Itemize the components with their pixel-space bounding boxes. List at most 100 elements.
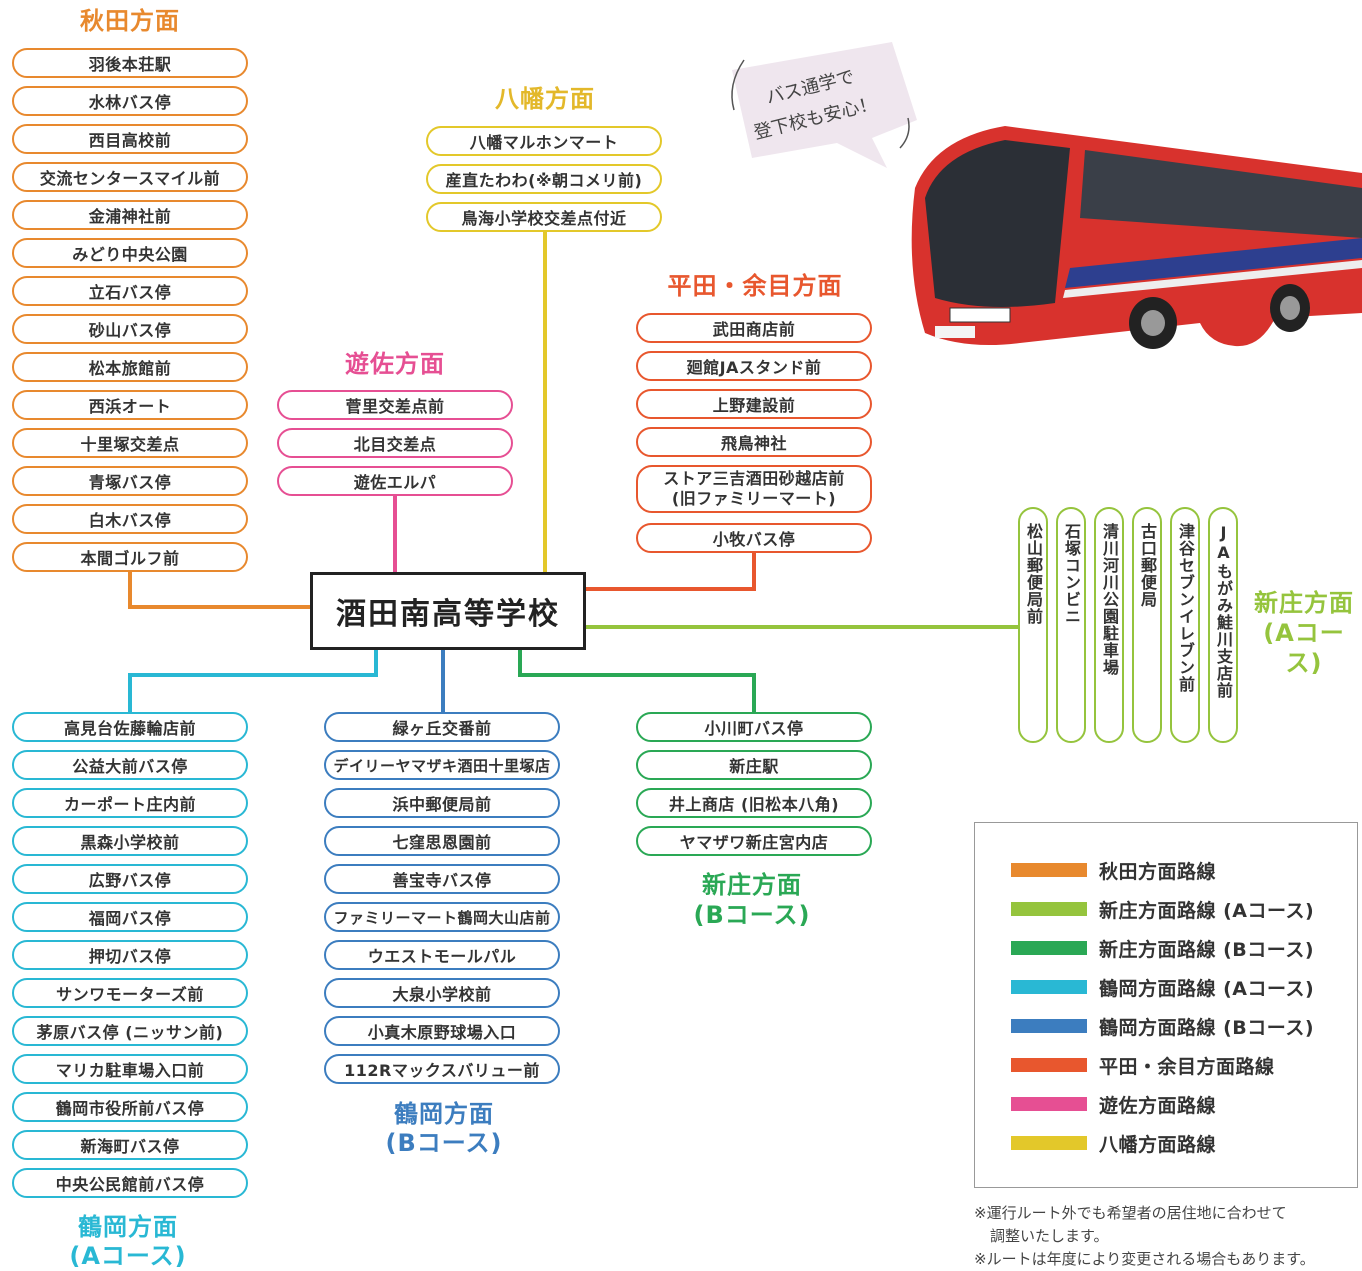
tsuruoka-a-stop: 鶴岡市役所前バス停 — [12, 1092, 248, 1122]
shinjo-a-stop: 古口郵便局 — [1132, 507, 1162, 743]
legend-row: 遊佐方面路線 — [1011, 1089, 1216, 1119]
legend-row: 平田・余目方面路線 — [1011, 1050, 1275, 1080]
legend-swatch — [1011, 941, 1087, 955]
yuza-heading: 遊佐方面 — [345, 350, 445, 378]
hirata-heading: 平田・余目方面 — [667, 272, 843, 300]
hirata-stop: ストア三吉酒田砂越店前 (旧ファミリーマート) — [636, 465, 872, 513]
yawata-heading: 八幡方面 — [495, 85, 595, 113]
note-line: 調整いたします。 — [990, 1227, 1109, 1245]
akita-stop: 西目高校前 — [12, 124, 248, 154]
tsuruoka-a-heading-2: (Aコース) — [69, 1242, 187, 1270]
legend-row: 八幡方面路線 — [1011, 1128, 1216, 1158]
akita-stop: 西浜オート — [12, 390, 248, 420]
speech-bubble — [731, 42, 917, 168]
school-box: 酒田南高等学校 — [310, 572, 586, 650]
shinjo-a-heading-2: (Aコース) — [1263, 619, 1345, 677]
tsuruoka-a-stop: 中央公民館前バス停 — [12, 1168, 248, 1198]
tsuruoka-b-heading-1: 鶴岡方面 — [394, 1100, 494, 1128]
hirata-stop: 廻館JAスタンド前 — [636, 351, 872, 381]
tsuruoka-a-stop: 茅原バス停 (ニッサン前) — [12, 1016, 248, 1046]
yawata-stop: 産直たわわ(※朝コメリ前) — [426, 164, 662, 194]
akita-stop: みどり中央公園 — [12, 238, 248, 268]
legend-label: 八幡方面路線 — [1099, 1133, 1217, 1156]
tsuruoka-a-stop: 公益大前バス停 — [12, 750, 248, 780]
tsuruoka-b-heading-2: (Bコース) — [385, 1129, 503, 1157]
shinjo-a-stop: 松山郵便局前 — [1018, 507, 1048, 743]
tsuruoka-a-stop: 新海町バス停 — [12, 1130, 248, 1160]
legend: 秋田方面路線 新庄方面路線 (Aコース) 新庄方面路線 (Bコース) 鶴岡方面路… — [974, 822, 1358, 1188]
akita-stop: 十里塚交差点 — [12, 428, 248, 458]
tsuruoka-a-stop: カーポート庄内前 — [12, 788, 248, 818]
tsuruoka-b-stop: 小真木原野球場入口 — [324, 1016, 560, 1046]
akita-stop: 立石バス停 — [12, 276, 248, 306]
legend-label: 新庄方面路線 (Bコース) — [1099, 938, 1315, 961]
shinjo-a-heading-1: 新庄方面 — [1254, 589, 1354, 617]
tsuruoka-b-stop: デイリーヤマザキ酒田十里塚店 — [324, 750, 560, 780]
shinjo-b-heading-1: 新庄方面 — [702, 871, 802, 899]
akita-stop: 本間ゴルフ前 — [12, 542, 248, 572]
hirata-stop-line: ストア三吉酒田砂越店前 — [663, 469, 845, 488]
legend-swatch — [1011, 902, 1087, 916]
akita-stop: 砂山バス停 — [12, 314, 248, 344]
tsuruoka-b-stop: ウエストモールパル — [324, 940, 560, 970]
legend-row: 鶴岡方面路線 (Aコース) — [1011, 972, 1314, 1002]
akita-stop: 金浦神社前 — [12, 200, 248, 230]
legend-row: 秋田方面路線 — [1011, 855, 1216, 885]
shinjo-a-stop: 石塚コンビニ — [1056, 507, 1086, 743]
shinjo-b-stop: 小川町バス停 — [636, 712, 872, 742]
tsuruoka-b-stop: ファミリーマート鶴岡大山店前 — [324, 902, 560, 932]
legend-row: 新庄方面路線 (Bコース) — [1011, 933, 1314, 963]
shinjo-b-stop: 新庄駅 — [636, 750, 872, 780]
legend-swatch — [1011, 1136, 1087, 1150]
shinjo-b-route-line — [518, 650, 756, 712]
akita-heading: 秋田方面 — [80, 7, 180, 35]
yuza-stop: 遊佐エルパ — [277, 466, 513, 496]
shinjo-b-heading-2: (Bコース) — [693, 901, 811, 929]
legend-label: 鶴岡方面路線 (Bコース) — [1099, 1016, 1315, 1039]
legend-row: 鶴岡方面路線 (Bコース) — [1011, 1011, 1314, 1041]
tsuruoka-a-stop: 押切バス停 — [12, 940, 248, 970]
tsuruoka-a-stop: サンワモーターズ前 — [12, 978, 248, 1008]
shinjo-a-stop: 津谷セブンイレブン前 — [1170, 507, 1200, 743]
hirata-stop: 上野建設前 — [636, 389, 872, 419]
legend-swatch — [1011, 1019, 1087, 1033]
legend-row: 新庄方面路線 (Aコース) — [1011, 894, 1314, 924]
shinjo-a-stop: JAもがみ鮭川支店前 — [1208, 507, 1238, 743]
tsuruoka-b-stop: 大泉小学校前 — [324, 978, 560, 1008]
hirata-route-line — [586, 551, 756, 591]
yuza-stop: 北目交差点 — [277, 428, 513, 458]
tsuruoka-a-route-line — [128, 650, 378, 712]
note-line: ※ルートは年度により変更される場合もあります。 — [974, 1250, 1315, 1268]
akita-stop: 松本旅館前 — [12, 352, 248, 382]
tsuruoka-b-stop: 112Rマックスバリュー前 — [324, 1054, 560, 1084]
yawata-stop: 八幡マルホンマート — [426, 126, 662, 156]
legend-swatch — [1011, 980, 1087, 994]
shinjo-b-stop: ヤマザワ新庄宮内店 — [636, 826, 872, 856]
hirata-stop-line: (旧ファミリーマート) — [671, 489, 837, 508]
shinjo-b-stop: 井上商店 (旧松本八角) — [636, 788, 872, 818]
tsuruoka-a-stop: マリカ駐車場入口前 — [12, 1054, 248, 1084]
akita-stop: 水林バス停 — [12, 86, 248, 116]
legend-label: 秋田方面路線 — [1099, 860, 1217, 883]
tsuruoka-a-stop: 高見台佐藤輪店前 — [12, 712, 248, 742]
akita-stop: 羽後本荘駅 — [12, 48, 248, 78]
tsuruoka-a-stop: 黒森小学校前 — [12, 826, 248, 856]
akita-route-line — [128, 570, 310, 609]
tsuruoka-a-heading-1: 鶴岡方面 — [78, 1213, 178, 1241]
tsuruoka-b-stop: 七窪思恩園前 — [324, 826, 560, 856]
legend-label: 平田・余目方面路線 — [1099, 1055, 1275, 1078]
tsuruoka-b-stop: 善宝寺バス停 — [324, 864, 560, 894]
yuza-stop: 菅里交差点前 — [277, 390, 513, 420]
tsuruoka-a-stop: 広野バス停 — [12, 864, 248, 894]
hirata-stop: 飛鳥神社 — [636, 427, 872, 457]
bus-image — [911, 126, 1362, 349]
hirata-stop: 小牧バス停 — [636, 523, 872, 553]
legend-swatch — [1011, 1058, 1087, 1072]
hirata-stop: 武田商店前 — [636, 313, 872, 343]
tsuruoka-b-stop: 緑ヶ丘交番前 — [324, 712, 560, 742]
legend-label: 遊佐方面路線 — [1099, 1094, 1217, 1117]
yawata-stop: 鳥海小学校交差点付近 — [426, 202, 662, 232]
shinjo-a-stop: 清川河川公園駐車場 — [1094, 507, 1124, 743]
tsuruoka-b-stop: 浜中郵便局前 — [324, 788, 560, 818]
